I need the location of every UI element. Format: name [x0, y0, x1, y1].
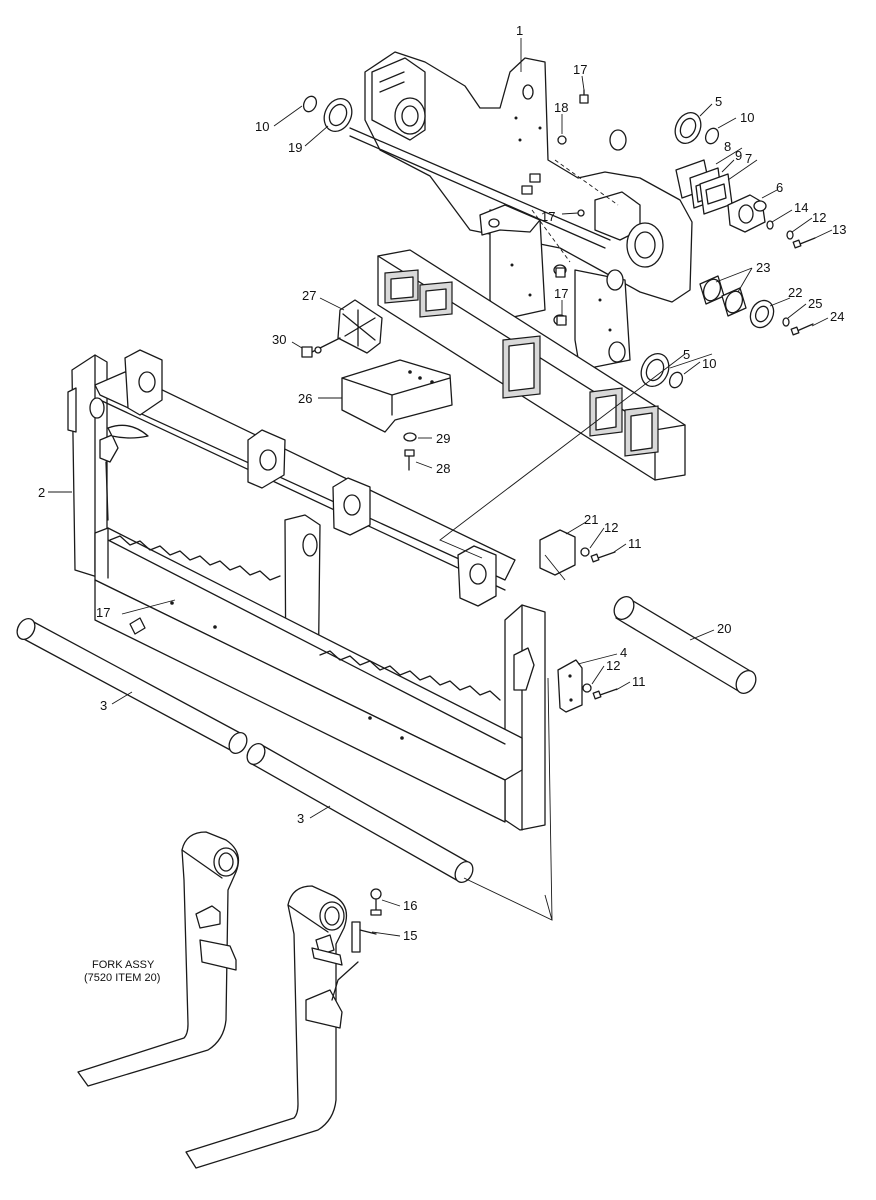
part-26-block: [341, 359, 453, 433]
callout-17-mid: 17: [541, 209, 555, 224]
callout-9: 9: [735, 148, 742, 163]
part-3-shaft-lower: [246, 743, 474, 883]
part-21-cover-plate: [539, 529, 576, 576]
callout-20: 20: [717, 621, 731, 636]
callout-7: 7: [745, 151, 752, 166]
callout-25: 25: [808, 296, 822, 311]
part-10-o-ring-upper-left: [302, 95, 318, 113]
fork-assembly-caption: FORK ASSY (7520 ITEM 20): [84, 959, 160, 984]
part-17-fitting-frame: [129, 617, 146, 635]
callout-15: 15: [403, 928, 417, 943]
callout-26: 26: [298, 391, 312, 406]
part-24-screw: [790, 323, 814, 336]
assembly-guide-lines: [439, 353, 686, 921]
leader-lines: [48, 38, 833, 937]
callout-27: 27: [302, 288, 316, 303]
part-6-bracket: [727, 194, 767, 233]
part-4-plate: [557, 659, 583, 713]
callout-10-lower: 10: [702, 356, 716, 371]
callout-3-lower: 3: [297, 811, 304, 826]
part-20-shaft: [613, 596, 757, 694]
part-2-carriage-frame: [67, 349, 546, 831]
callout-11-upper: 11: [628, 536, 642, 551]
part-17-fitting-top: [579, 89, 589, 104]
part-12-washer-lower: [582, 683, 592, 693]
callout-10-left: 10: [255, 119, 269, 134]
callout-10-right: 10: [740, 110, 754, 125]
callout-11-lower: 11: [632, 674, 646, 689]
part-1-mounting-plate: [349, 51, 693, 371]
part-12-washer-upper: [786, 230, 794, 240]
part-17-fitting-lower: [555, 267, 567, 326]
callout-28: 28: [436, 461, 450, 476]
callout-13: 13: [832, 222, 846, 237]
lower-beam: [377, 249, 686, 481]
callout-24: 24: [830, 309, 844, 324]
part-22-washer: [749, 299, 775, 329]
callout-8: 8: [724, 139, 731, 154]
part-17-fitting-mid: [577, 209, 585, 217]
callout-16: 16: [403, 898, 417, 913]
fork-left: [77, 831, 240, 1087]
part-19-seal-ring: [323, 97, 353, 133]
part-10-o-ring-lower: [668, 371, 684, 389]
callout-17-frame: 17: [96, 605, 110, 620]
callout-1: 1: [516, 23, 523, 38]
part-3-shaft-upper: [16, 618, 248, 754]
part-13-bolt: [792, 237, 816, 249]
part-10-o-ring-upper-right: [704, 127, 720, 145]
part-14-washer: [766, 220, 774, 230]
callout-30: 30: [272, 332, 286, 347]
callout-14: 14: [794, 200, 808, 215]
callout-3-upper: 3: [100, 698, 107, 713]
callout-22: 22: [788, 285, 802, 300]
callout-6: 6: [776, 180, 783, 195]
part-5-bushing-upper: [674, 111, 702, 145]
callout-12-mid: 12: [604, 520, 618, 535]
part-25-lockwasher: [782, 317, 790, 327]
callout-12-lower: 12: [606, 658, 620, 673]
callout-18: 18: [554, 100, 568, 115]
part-15-pin: [331, 921, 377, 1001]
callout-4: 4: [620, 645, 627, 660]
fork-caption-line2: (7520 ITEM 20): [84, 972, 160, 984]
callout-numbers: 1 17 18 10 19 5 10 8 9 7 6 14 12 13 17 2…: [38, 23, 846, 943]
part-29-washer: [403, 432, 417, 442]
part-28-bolt: [404, 449, 415, 471]
part-18-plug: [557, 135, 567, 145]
fork-caption-line1: FORK ASSY: [92, 959, 155, 971]
part-12-washer-mid: [580, 547, 590, 557]
callout-23: 23: [756, 260, 770, 275]
callout-2: 2: [38, 485, 45, 500]
part-23-bushings: [699, 275, 747, 317]
callout-17-lower: 17: [554, 286, 568, 301]
callout-5-top: 5: [715, 94, 722, 109]
part-11-bolt-upper: [590, 551, 616, 563]
part-16-fastener: [370, 888, 382, 916]
part-5-bushing-lower: [640, 352, 670, 388]
part-27-pad: [337, 299, 383, 354]
callout-19: 19: [288, 140, 302, 155]
part-11-bolt-lower: [592, 688, 618, 700]
fork-right: [185, 885, 348, 1169]
part-30-screw: [301, 337, 341, 358]
callout-21: 21: [584, 512, 598, 527]
callout-17-top: 17: [573, 62, 587, 77]
callout-29: 29: [436, 431, 450, 446]
callout-12-top: 12: [812, 210, 826, 225]
callout-5-lower: 5: [683, 347, 690, 362]
